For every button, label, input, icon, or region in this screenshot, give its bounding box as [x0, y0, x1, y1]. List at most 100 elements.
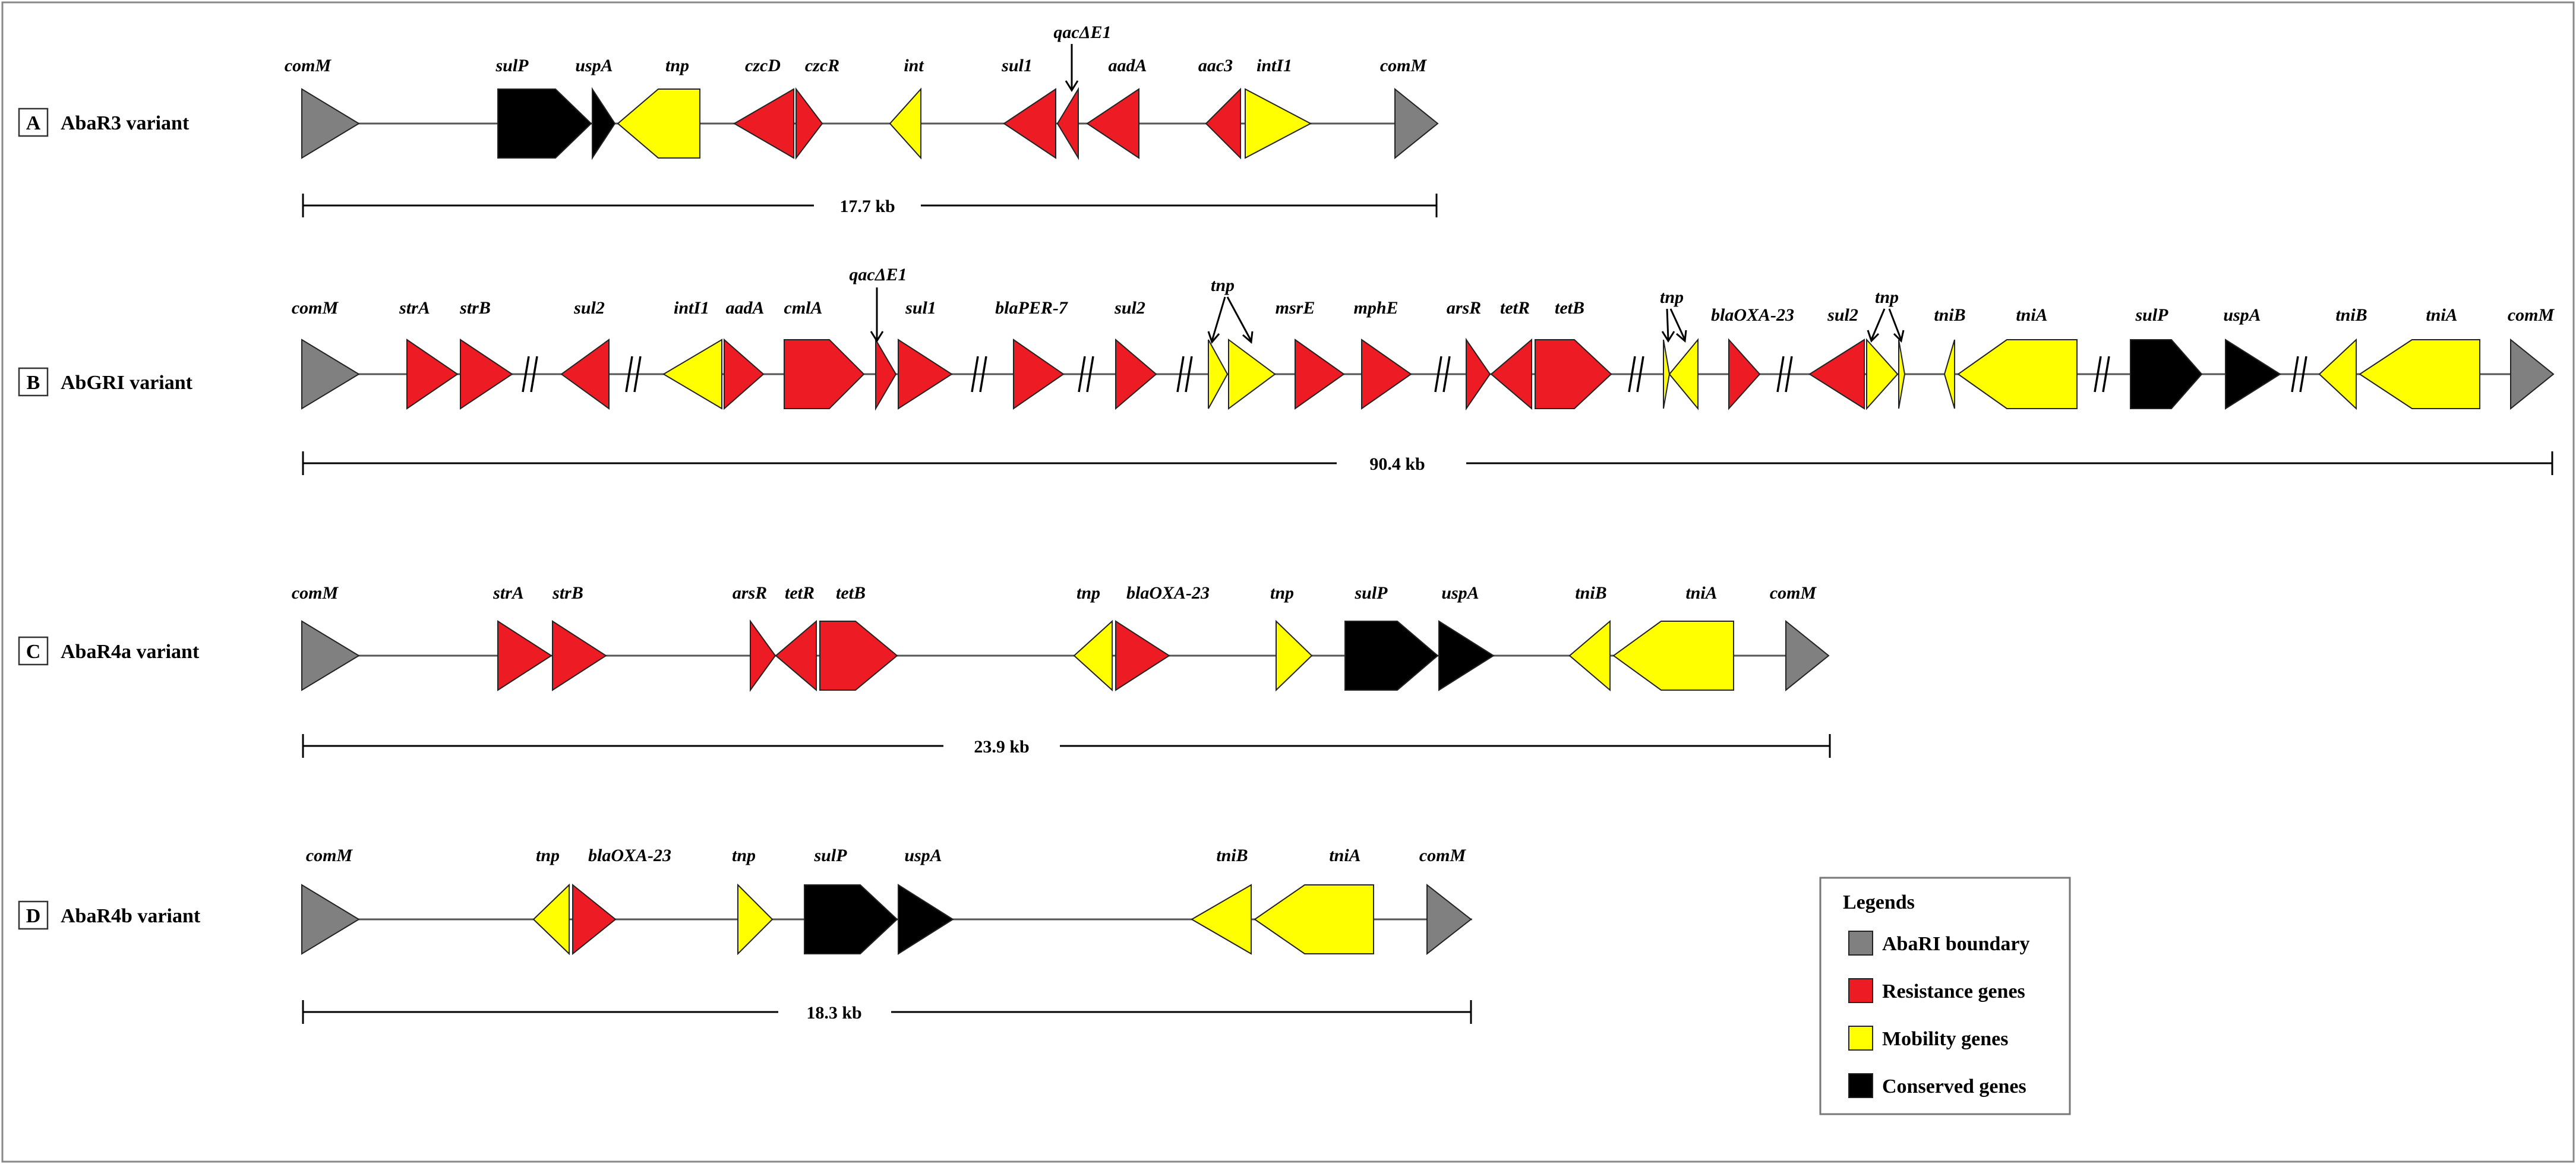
- break-marker: [971, 356, 987, 393]
- gene-label: blaOXA-23: [588, 846, 671, 865]
- gene-label: uspA: [904, 846, 942, 865]
- panel-letter-box: [18, 367, 49, 397]
- gene-strA: [406, 339, 459, 410]
- gene-sul2: [1115, 338, 1157, 410]
- gene-label: blaOXA-23: [1126, 583, 1210, 603]
- gene-uspA: [2225, 339, 2281, 410]
- gene-intI1: [1245, 88, 1312, 159]
- break-marker: [522, 356, 538, 393]
- legend-swatch-conserved: [1848, 1073, 1873, 1098]
- break-marker: [1628, 356, 1644, 393]
- gene-tnp: [617, 88, 700, 159]
- gene-comM-end: [1394, 87, 1439, 160]
- legend-swatch-boundary: [1848, 931, 1873, 956]
- gene-comM: [301, 620, 360, 691]
- gene-label: tnp: [732, 846, 756, 865]
- panel-b: B AbGRI variant: [18, 265, 2555, 475]
- gene-label: tniA: [1329, 846, 1360, 865]
- scale-label: 23.9 kb: [974, 737, 1029, 757]
- gene-label: strA: [399, 298, 430, 318]
- gene-blaOXA-23: [1728, 338, 1761, 410]
- legend-label: AbaRI boundary: [1882, 933, 2029, 955]
- panel-d: D AbaR4b variant comM tnp blaOXA-23 tnp …: [18, 846, 1472, 1024]
- gene-label: intI1: [1257, 56, 1292, 75]
- callout-arrow: [1065, 44, 1079, 92]
- gene-label: comM: [306, 846, 353, 865]
- gene-track: [301, 619, 1830, 692]
- legend-swatch-resistance: [1848, 978, 1873, 1003]
- gene-tniB: [2318, 338, 2357, 410]
- gene-label: arsR: [733, 583, 767, 603]
- gene-label: tnp: [1211, 276, 1235, 295]
- gene-comM: [301, 884, 360, 955]
- gene-label: sulP: [2135, 305, 2168, 325]
- gene-label: aadA: [725, 298, 764, 318]
- scale-bar: [302, 451, 2553, 475]
- callout-arrow: [1669, 308, 1686, 340]
- gene-label: arsR: [1447, 298, 1481, 318]
- gene-labels: comM strA strB sul2 intI1 aadA cmlA qacΔ…: [292, 265, 2555, 325]
- gene-tnp: [1073, 619, 1113, 692]
- gene-tnp: [1208, 339, 1229, 409]
- scale-label: 18.3 kb: [806, 1003, 861, 1023]
- gene-label: aadA: [1108, 56, 1147, 75]
- gene-aac3: [1205, 87, 1241, 160]
- gene-qacdeltaE1: [1056, 87, 1079, 160]
- break-marker: [2291, 356, 2307, 393]
- gene-comM-end: [2510, 338, 2555, 410]
- gene-label: tniA: [2426, 305, 2457, 325]
- gene-sul1: [1003, 88, 1056, 159]
- gene-tnp: [532, 883, 570, 956]
- gene-tetR: [1490, 338, 1532, 410]
- break-marker: [1434, 356, 1451, 393]
- callout-arrow: [1666, 308, 1669, 340]
- gene-label: int: [904, 56, 924, 75]
- gene-aadA: [724, 338, 765, 410]
- panel-title: AbaR4a variant: [61, 641, 200, 663]
- gene-label: tniA: [1685, 583, 1717, 603]
- gene-comM: [301, 88, 360, 159]
- gene-tniB: [1191, 884, 1252, 955]
- callout-arrow: [1870, 308, 1886, 340]
- break-marker: [2094, 356, 2110, 393]
- gene-label: tnp: [536, 846, 560, 865]
- gene-label: tetB: [1555, 298, 1584, 318]
- callout-arrow: [1226, 296, 1252, 341]
- gene-tniB: [1568, 619, 1611, 692]
- gene-tnp: [1898, 339, 1906, 409]
- gene-mphE: [1361, 339, 1412, 410]
- gene-label: tniB: [2335, 305, 2367, 325]
- gene-strB: [460, 339, 513, 410]
- gene-label: sul1: [1001, 56, 1033, 75]
- gene-tnp: [737, 883, 774, 956]
- callout-arrow: [1211, 296, 1226, 341]
- gene-track: [301, 337, 2555, 411]
- scale-bar: [302, 1000, 1472, 1024]
- gene-label: comM: [2508, 305, 2555, 325]
- gene-label: tnp: [665, 56, 689, 75]
- gene-sul1: [898, 339, 953, 410]
- gene-label: sul1: [905, 298, 936, 318]
- gene-qacdeltaE1: [875, 337, 897, 411]
- gene-strA: [497, 620, 553, 691]
- gene-sulP: [1344, 621, 1439, 691]
- panel-letter: A: [26, 112, 41, 134]
- gene-comM: [301, 339, 360, 410]
- gene-uspA: [592, 87, 616, 160]
- gene-track: [301, 883, 1472, 956]
- panel-title: AbaR3 variant: [61, 112, 190, 134]
- gene-tnp: [1663, 339, 1671, 409]
- gene-label: sulP: [1354, 583, 1388, 603]
- panel-title: AbGRI variant: [61, 372, 193, 394]
- gene-czcR: [795, 87, 823, 160]
- gene-aadA: [1086, 88, 1139, 159]
- gene-label: uspA: [575, 56, 613, 75]
- gene-cmlA: [784, 339, 865, 409]
- gene-blaPER-7: [1013, 339, 1065, 410]
- gene-label: sulP: [813, 846, 847, 865]
- gene-label: strB: [459, 298, 491, 318]
- gene-tetB: [1535, 339, 1612, 409]
- gene-sulP: [2130, 339, 2203, 409]
